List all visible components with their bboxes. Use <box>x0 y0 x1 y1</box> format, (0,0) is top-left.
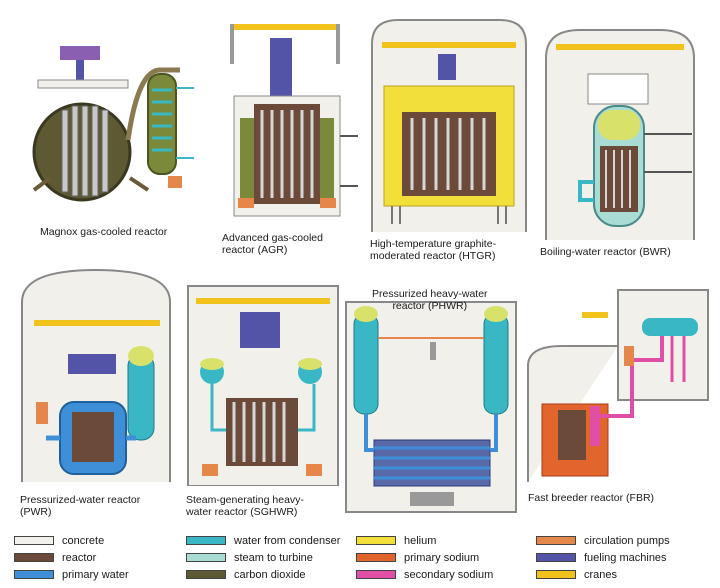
legend-item-helium: helium <box>356 534 436 547</box>
legend: concrete reactor primary water water fro… <box>0 530 720 588</box>
agr-caption: Advanced gas-cooled reactor (AGR) <box>222 232 323 256</box>
htgr-illustration <box>371 19 527 232</box>
bwr-illustration <box>545 29 695 240</box>
magnox-illustration <box>32 46 194 202</box>
fbr-caption: Fast breeder reactor (FBR) <box>528 492 655 504</box>
sghwr-reactor-diagram <box>184 280 342 486</box>
legend-swatch <box>186 553 226 562</box>
legend-swatch <box>356 570 396 579</box>
legend-swatch <box>536 536 576 545</box>
legend-label: primary sodium <box>404 551 480 564</box>
htgr-caption: High-temperature graphite- moderated rea… <box>370 238 497 262</box>
legend-label: helium <box>404 534 437 547</box>
legend-swatch <box>356 553 396 562</box>
sghwr-caption: Steam-generating heavy- water reactor (S… <box>186 494 304 518</box>
legend-item-reactor: reactor <box>14 551 96 564</box>
pwr-reactor-diagram <box>16 262 176 484</box>
htgr-reactor-diagram <box>368 14 530 236</box>
legend-item-cranes: cranes <box>536 568 617 581</box>
legend-label: carbon dioxide <box>234 568 306 581</box>
legend-label: secondary sodium <box>404 568 494 581</box>
legend-swatch <box>14 553 54 562</box>
agr-illustration <box>230 24 358 217</box>
legend-swatch <box>186 536 226 545</box>
pwr-caption: Pressurized-water reactor (PWR) <box>20 494 141 518</box>
magnox-reactor-diagram <box>30 40 210 230</box>
legend-label: cranes <box>584 568 618 581</box>
legend-label: primary water <box>62 568 129 581</box>
legend-swatch <box>186 570 226 579</box>
legend-item-steam-to-turbine: steam to turbine <box>186 551 313 564</box>
fbr-illustration <box>527 289 709 482</box>
legend-item-primary-sodium: primary sodium <box>356 551 479 564</box>
legend-swatch <box>14 536 54 545</box>
legend-item-carbon-dioxide: carbon dioxide <box>186 568 306 581</box>
legend-label: reactor <box>62 551 97 564</box>
agr-reactor-diagram <box>220 18 360 233</box>
magnox-caption: Magnox gas-cooled reactor <box>40 226 168 238</box>
sghwr-illustration <box>187 285 339 486</box>
legend-swatch <box>356 536 396 545</box>
pwr-illustration <box>21 268 171 482</box>
legend-item-concrete: concrete <box>14 534 104 547</box>
legend-swatch <box>14 570 54 579</box>
bwr-reactor-diagram <box>540 22 700 244</box>
legend-item-primary-water: primary water <box>14 568 129 581</box>
legend-label: steam to turbine <box>234 551 313 564</box>
legend-label: fueling machines <box>584 551 667 564</box>
phwr-caption: Pressurized heavy-water reactor (PHWR) <box>372 288 488 312</box>
legend-item-water-from-condenser: water from condenser <box>186 534 340 547</box>
legend-item-fueling-machines: fueling machines <box>536 551 667 564</box>
legend-label: water from condenser <box>234 534 341 547</box>
legend-label: concrete <box>62 534 105 547</box>
legend-label: circulation pumps <box>584 534 670 547</box>
legend-swatch <box>536 570 576 579</box>
phwr-reactor-diagram <box>344 300 520 514</box>
legend-item-secondary-sodium: secondary sodium <box>356 568 493 581</box>
legend-item-circulation-pumps: circulation pumps <box>536 534 670 547</box>
phwr-illustration <box>345 301 517 513</box>
legend-swatch <box>536 553 576 562</box>
fbr-reactor-diagram <box>522 286 710 484</box>
bwr-caption: Boiling-water reactor (BWR) <box>540 246 671 258</box>
